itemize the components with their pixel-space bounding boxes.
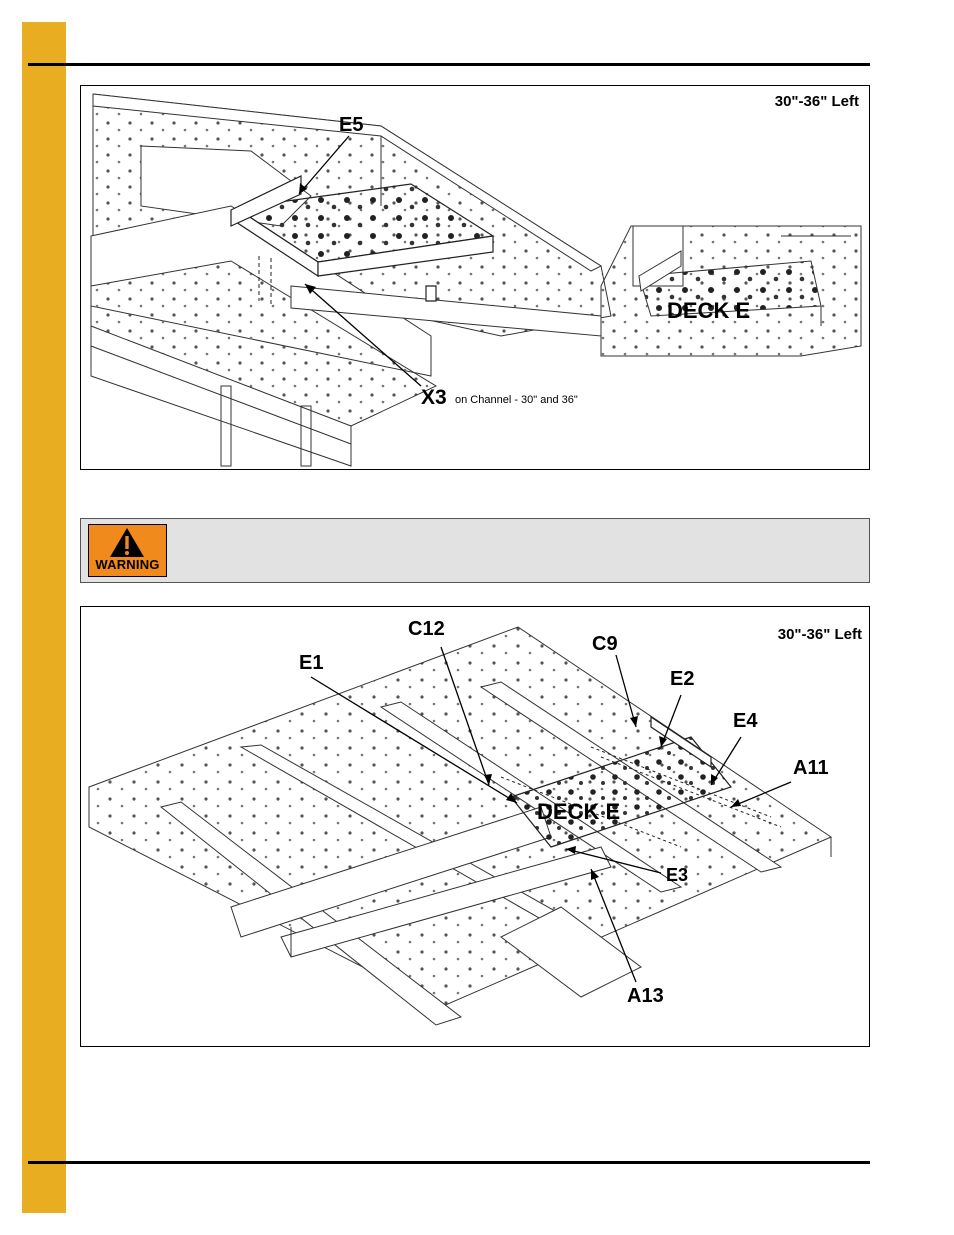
callout-deck-e: DECK E xyxy=(537,799,621,824)
callout-e2: E2 xyxy=(670,668,695,690)
warning-banner: WARNING xyxy=(80,518,870,583)
figure-top-drawing xyxy=(90,93,862,467)
callout-c12: C12 xyxy=(408,618,445,640)
warning-sign: WARNING xyxy=(88,524,167,577)
view-label: 30"-36" Left xyxy=(774,93,859,110)
warning-label: WARNING xyxy=(95,557,160,572)
callout-c9: C9 xyxy=(592,633,618,655)
side-accent-bar xyxy=(22,22,66,1213)
callout-e4: E4 xyxy=(733,710,758,732)
callout-x3: X3 xyxy=(421,386,447,409)
callout-x3-note: on Channel - 30" and 36" xyxy=(455,394,578,406)
view-label: 30"-36" Left xyxy=(777,626,862,643)
callout-e5: E5 xyxy=(339,114,364,136)
footer-rule xyxy=(28,1161,870,1164)
callout-a11: A11 xyxy=(793,757,829,779)
figure-top: 30"-36" Left E5 DECK E X3 on Channel - 3… xyxy=(80,85,870,470)
callout-e1: E1 xyxy=(299,652,324,674)
figure-bottom-drawing xyxy=(88,626,833,1026)
warning-triangle-icon xyxy=(110,528,144,557)
header-rule xyxy=(28,63,870,66)
callout-a13: A13 xyxy=(627,985,664,1007)
callout-e3: E3 xyxy=(666,865,689,885)
callout-deck-e: DECK E xyxy=(667,298,751,323)
figure-bottom: 30"-36" Left C12 C9 E1 E2 E4 A11 DECK E … xyxy=(80,606,870,1047)
